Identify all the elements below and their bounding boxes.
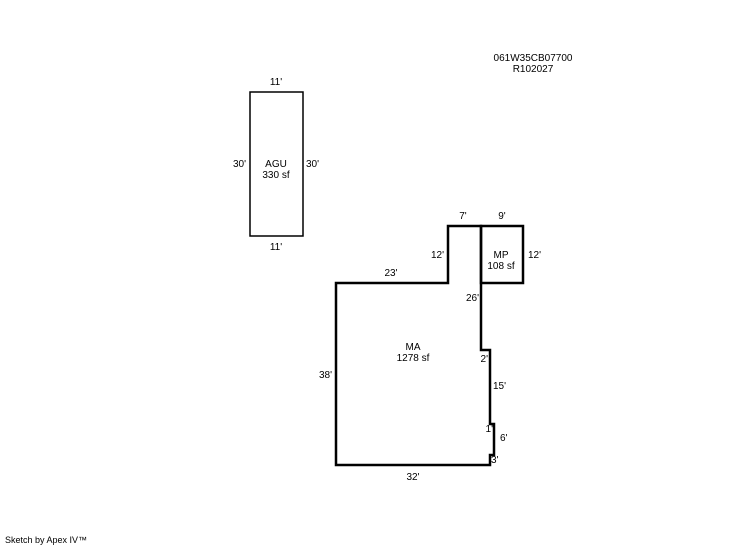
ma-bottom-dimension: 32' bbox=[406, 472, 419, 483]
ma-right-lower-dimension: 6' bbox=[500, 433, 508, 444]
ma-jog-2-dimension: 1' bbox=[486, 424, 494, 435]
ma-step-top-dimension: 7' bbox=[459, 211, 467, 222]
ma-area-label: 1278 sf bbox=[397, 353, 430, 364]
mp-right-dimension: 12' bbox=[528, 250, 541, 261]
mp-top-dimension: 9' bbox=[498, 211, 506, 222]
ma-jog-3-dimension: 3' bbox=[491, 455, 499, 466]
agu-right-dimension: 30' bbox=[306, 159, 319, 170]
ma-left-dimension: 38' bbox=[319, 370, 332, 381]
ma-step-left-dimension: 12' bbox=[431, 250, 444, 261]
ma-top-dimension: 23' bbox=[384, 268, 397, 279]
mp-area-label: 108 sf bbox=[487, 261, 514, 272]
ma-outline bbox=[334, 224, 496, 467]
ma-code-label: MA bbox=[406, 342, 421, 353]
mp-code-label: MP bbox=[494, 250, 509, 261]
ma-jog-1-dimension: 2' bbox=[481, 354, 489, 365]
ma-right-middle-dimension: 15' bbox=[493, 381, 506, 392]
agu-left-dimension: 30' bbox=[233, 159, 246, 170]
mp-outline bbox=[479, 224, 525, 285]
agu-code-label: AGU bbox=[265, 159, 287, 170]
agu-area-label: 330 sf bbox=[262, 170, 289, 181]
account-id: R102027 bbox=[513, 64, 554, 75]
ma-right-upper-dimension: 26' bbox=[466, 293, 479, 304]
agu-outline bbox=[249, 91, 304, 237]
agu-top-dimension: 11' bbox=[270, 77, 282, 88]
agu-bottom-dimension: 11' bbox=[270, 242, 282, 253]
sketch-credit: Sketch by Apex IV™ bbox=[5, 535, 88, 545]
parcel-id: 061W35CB07700 bbox=[494, 53, 573, 64]
